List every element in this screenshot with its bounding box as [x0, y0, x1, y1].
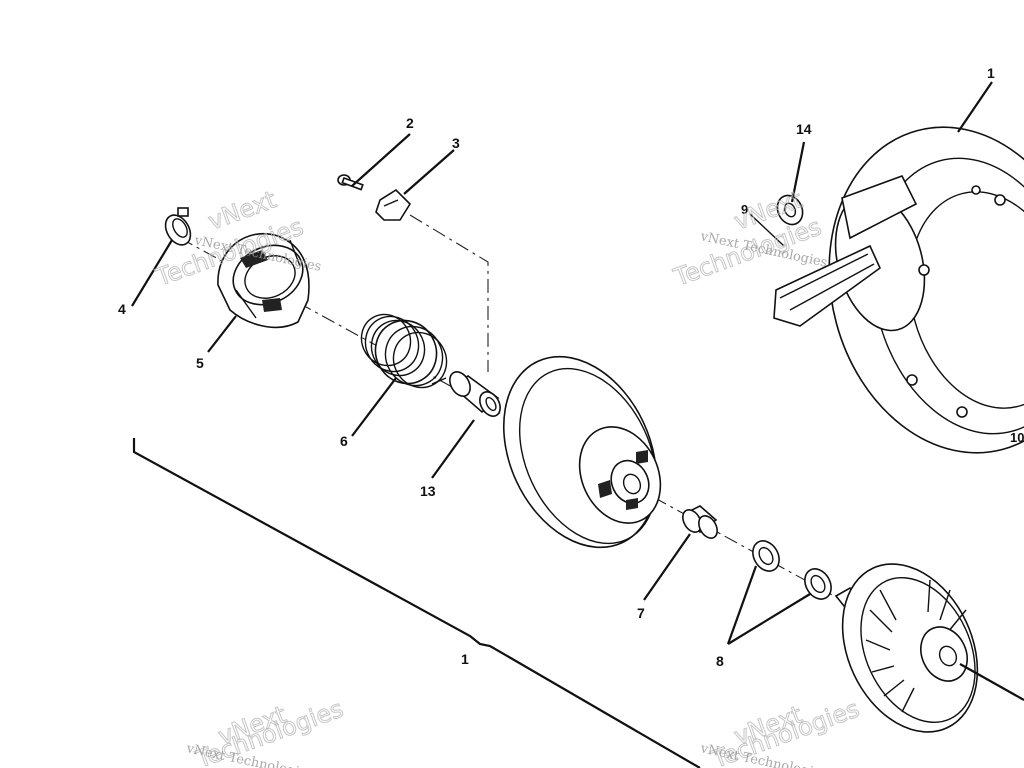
- callout-9: 9: [741, 202, 748, 217]
- callout-5: 5: [196, 355, 204, 371]
- callout-6: 6: [340, 433, 348, 449]
- callout-1-bracket: 1: [461, 651, 469, 667]
- belt-section: [773, 244, 881, 327]
- moveable-sheave: [502, 355, 662, 549]
- center-axis: [179, 214, 1024, 701]
- callout-2: 2: [406, 115, 414, 131]
- part-14-washer: [776, 194, 804, 226]
- part-3-button: [375, 188, 412, 221]
- part-2-screw: [337, 174, 364, 191]
- part-5-cam: [217, 232, 310, 329]
- callout-4: 4: [118, 301, 126, 317]
- callout-13: 13: [420, 483, 436, 499]
- callout-8: 8: [716, 653, 724, 669]
- callout-7: 7: [637, 605, 645, 621]
- assembly-bracket: [132, 438, 701, 768]
- part-7-spacer: [682, 505, 718, 539]
- assembled-clutch: [828, 126, 1024, 454]
- callout-3: 3: [452, 135, 460, 151]
- callout-10: 10: [1010, 430, 1024, 445]
- part-8-washers: [752, 540, 832, 600]
- part-13-bushing: [449, 371, 501, 417]
- part-4-retaining-ring: [164, 207, 192, 246]
- fixed-sheave-finned: [834, 563, 1024, 733]
- callout-1-top: 1: [987, 65, 995, 81]
- callout-14: 14: [796, 121, 812, 137]
- callouts: 1 2 3 4 5 6 7 8 9 10 13 14 1: [118, 65, 1024, 669]
- part-6-spring: [360, 313, 448, 389]
- leader-lines: [131, 81, 993, 645]
